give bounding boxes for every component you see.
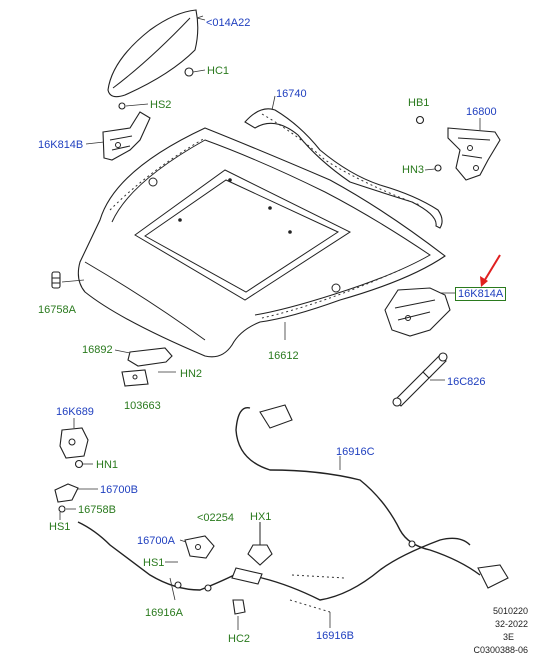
clip-hc2	[232, 599, 246, 615]
label-16k689: 16K689	[56, 406, 94, 418]
bolt-hs2	[118, 102, 126, 110]
footer-ref-2: 32-2022	[494, 619, 528, 629]
label-16800: 16800	[466, 106, 497, 118]
label-16892: 16892	[82, 344, 113, 356]
label-hb1: HB1	[408, 97, 430, 109]
label-014a22: <014A22	[206, 17, 251, 29]
bracket-16892	[121, 347, 173, 387]
label-hn1: HN1	[96, 459, 119, 471]
label-103663: 103663	[124, 400, 161, 412]
label-16k814b: 16K814B	[38, 139, 84, 151]
label-hc1: HC1	[207, 65, 230, 77]
label-16916a: 16916A	[145, 607, 183, 619]
footer-ref-3: 3E	[502, 632, 514, 642]
label-16c826: 16C826	[447, 376, 486, 388]
cable-16916c	[235, 404, 509, 589]
cable-16916a	[77, 521, 263, 592]
label-16k814a: 16K814A	[455, 287, 507, 301]
latch-16k689	[59, 427, 89, 459]
label-hs1-left: HS1	[49, 521, 71, 533]
nut-hn1	[74, 459, 84, 469]
label-16700a: 16700A	[137, 535, 175, 547]
hood-insulator	[107, 9, 199, 98]
bumper-16758a	[51, 271, 61, 289]
label-16700b: 16700B	[100, 484, 138, 496]
label-hs1-bottom: HS1	[143, 557, 165, 569]
bumper-16758b	[58, 505, 66, 513]
label-hx1: HX1	[250, 511, 272, 523]
label-hn3: HN3	[402, 164, 425, 176]
gas-strut	[392, 352, 448, 407]
footer-ref-1: 5010220	[492, 606, 528, 616]
label-hs2: HS2	[150, 99, 172, 111]
label-16740: 16740	[276, 88, 307, 100]
hinge-right	[447, 127, 501, 181]
clip-hx1	[247, 522, 273, 566]
label-16916b: 16916B	[316, 630, 354, 642]
label-16916c: 16916C	[336, 446, 375, 458]
hood-panel	[77, 127, 446, 358]
label-16758a: 16758A	[38, 304, 76, 316]
label-hc2: HC2	[228, 633, 251, 645]
handle-16700a	[184, 535, 215, 559]
nut-hn3	[434, 164, 442, 172]
hinge-16k814a	[384, 287, 451, 337]
label-16758b: 16758B	[78, 504, 116, 516]
label-02254: <02254	[197, 512, 235, 524]
hood-seal	[244, 108, 443, 229]
cable-16916b	[261, 537, 471, 613]
footer-ref-4: C0300388-06	[473, 645, 528, 655]
clip-hc1	[184, 67, 194, 77]
bolt-hb1	[415, 115, 425, 125]
handle-16700b	[54, 483, 79, 503]
label-16612: 16612	[268, 350, 299, 362]
label-hn2: HN2	[180, 368, 203, 380]
hinge-left	[102, 111, 151, 161]
